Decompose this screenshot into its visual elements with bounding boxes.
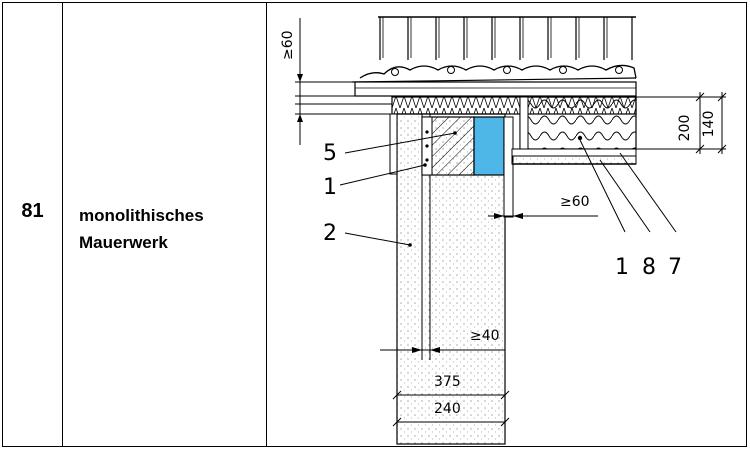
leader-lines — [339, 131, 677, 247]
description-line-1: monolithisches — [79, 206, 204, 225]
construction-drawing: ≥60 200 140 ≥60 — [268, 2, 746, 447]
ceiling-layers — [511, 148, 637, 165]
dim-200-label: 200 — [677, 115, 693, 142]
label-1-left: 1 — [323, 175, 337, 200]
dim-40-label: ≥40 — [470, 328, 500, 344]
dim-140-label: 140 — [701, 111, 717, 138]
dim-right-60-label: ≥60 — [560, 194, 590, 210]
label-8: 8 — [642, 255, 656, 280]
row-number-cell: 81 — [2, 2, 63, 447]
dim-375-label: 375 — [434, 374, 461, 390]
ring-beam — [421, 116, 514, 218]
label-7: 7 — [668, 255, 682, 280]
table-border — [2, 2, 747, 447]
battens-layer — [354, 81, 637, 97]
dim-top-label: ≥60 — [280, 30, 296, 60]
dim-240-label: 240 — [434, 401, 461, 417]
mineral-wool-insulation — [519, 96, 637, 150]
label-2: 2 — [323, 221, 337, 246]
row-description: monolithisches Mauerwerk — [79, 202, 204, 256]
dimension-horizontal-60 — [488, 213, 598, 219]
dimension-bottom — [380, 330, 510, 430]
row-number: 81 — [21, 200, 44, 222]
dimension-right — [636, 92, 727, 154]
label-5: 5 — [323, 141, 337, 166]
roof-tiles — [351, 16, 637, 83]
description-line-2: Mauerwerk — [79, 233, 168, 252]
section-drawing-svg: ≥60 200 140 ≥60 — [280, 16, 727, 445]
dimension-top-vertical — [295, 18, 392, 145]
row-description-cell: monolithisches Mauerwerk — [63, 2, 267, 447]
label-1-bottom: 1 — [615, 255, 629, 280]
